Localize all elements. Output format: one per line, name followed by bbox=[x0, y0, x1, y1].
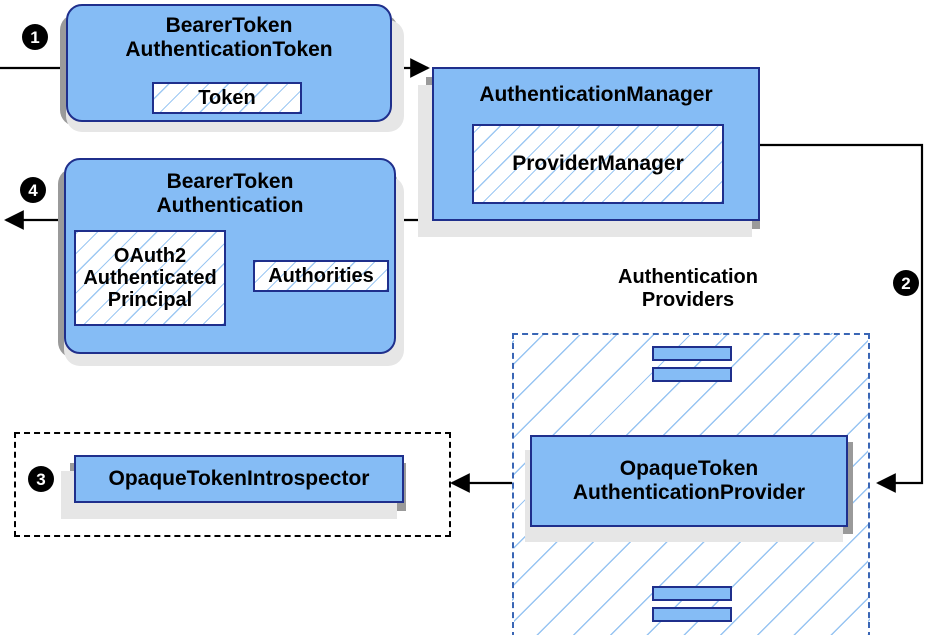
node-opaque-token-introspector-title: OpaqueTokenIntrospector bbox=[108, 467, 370, 491]
arrow-manager-to-provider bbox=[760, 143, 924, 493]
inner-box-authorities[interactable]: Authorities bbox=[253, 260, 389, 292]
introspector-container bbox=[14, 432, 451, 537]
node-authentication-manager-title: AuthenticationManager bbox=[479, 83, 713, 106]
provider-bar-bottom-2 bbox=[652, 607, 732, 622]
inner-box-provider-manager[interactable]: ProviderManager bbox=[472, 124, 724, 204]
node-bearer-token-authentication-token-title: BearerToken AuthenticationToken bbox=[125, 14, 333, 61]
node-bearer-token-authentication-token[interactable]: BearerToken AuthenticationToken Token bbox=[66, 4, 392, 122]
node-opaque-token-introspector[interactable]: OpaqueTokenIntrospector bbox=[74, 455, 404, 503]
node-bearer-token-authentication[interactable]: BearerToken Authentication OAuth2 Authen… bbox=[64, 158, 396, 354]
provider-bar-top-1 bbox=[652, 346, 732, 361]
step-marker-2: 2 bbox=[893, 270, 919, 296]
node-bearer-token-authentication-title: BearerToken Authentication bbox=[156, 170, 304, 217]
inner-box-token[interactable]: Token bbox=[152, 82, 302, 114]
provider-bar-bottom-1 bbox=[652, 586, 732, 601]
provider-bar-top-2 bbox=[652, 367, 732, 382]
node-opaque-token-authentication-provider-title: OpaqueToken AuthenticationProvider bbox=[572, 457, 806, 504]
node-authentication-manager[interactable]: AuthenticationManager ProviderManager bbox=[432, 67, 760, 221]
step-marker-4: 4 bbox=[20, 177, 46, 203]
step-marker-3: 3 bbox=[28, 466, 54, 492]
inner-box-oauth2-authenticated-principal[interactable]: OAuth2 Authenticated Principal bbox=[74, 230, 226, 326]
node-opaque-token-authentication-provider[interactable]: OpaqueToken AuthenticationProvider bbox=[530, 435, 848, 527]
authentication-providers-label: Authentication Providers bbox=[618, 266, 758, 311]
step-marker-1: 1 bbox=[22, 24, 48, 50]
